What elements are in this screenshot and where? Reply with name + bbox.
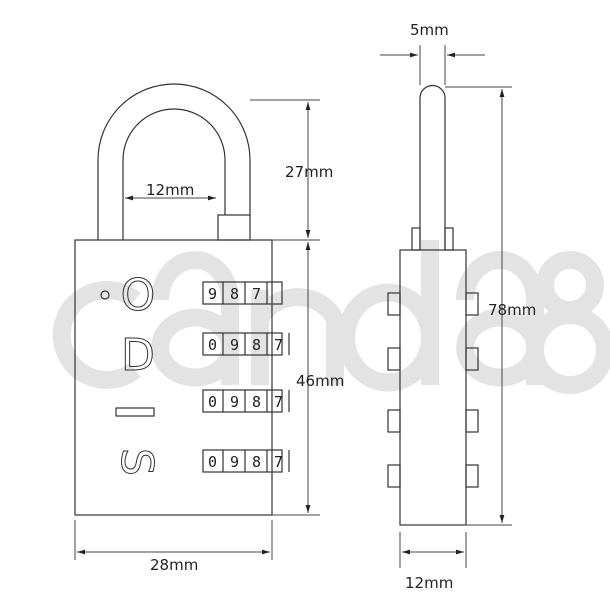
dial-digit: 7 (274, 393, 283, 411)
logo-letter: O (121, 270, 156, 321)
dial-digit: 8 (230, 285, 239, 303)
dim-label-body-depth: 12mm (405, 574, 453, 592)
shackle-collar (217, 214, 251, 241)
side-dial-edge (387, 347, 479, 371)
side-shackle (419, 84, 446, 250)
watermark-graphic (52, 240, 610, 394)
dim-label-total-height: 78mm (488, 301, 536, 319)
shackle (97, 83, 251, 240)
dial-digit: 9 (230, 393, 239, 411)
dial-digit: 0 (208, 453, 217, 471)
logo-dot (100, 290, 110, 300)
dial-digit: 9 (230, 336, 239, 354)
dim-label-body-width: 28mm (150, 556, 198, 574)
lock-body (74, 239, 273, 516)
side-dial-edge (387, 464, 479, 488)
dial-digit: 7 (274, 336, 283, 354)
logo-letter: D (121, 330, 155, 381)
dial-digit: 8 (252, 336, 261, 354)
dial-digit: 8 (252, 393, 261, 411)
logo-letter-i (115, 407, 155, 417)
logo-letter: S (111, 448, 162, 476)
dial-digit: 7 (274, 453, 283, 471)
side-dial-edge (387, 292, 479, 316)
dial-digit: 0 (208, 336, 217, 354)
dial-digit: 7 (252, 285, 261, 303)
side-body (399, 249, 467, 526)
side-view: 5mm 78mm 12mm (380, 21, 536, 592)
dial-digit: 0 (208, 393, 217, 411)
dim-label-inner-width: 12mm (146, 181, 194, 199)
side-dial-edge (387, 409, 479, 433)
dim-label-body-height: 46mm (296, 372, 344, 390)
dial-digit: 9 (230, 453, 239, 471)
dim-label-shackle-thickness: 5mm (410, 21, 449, 39)
dial-digit: 9 (208, 285, 217, 303)
dial-digit: 8 (252, 453, 261, 471)
dim-label-shackle-height: 27mm (285, 163, 333, 181)
